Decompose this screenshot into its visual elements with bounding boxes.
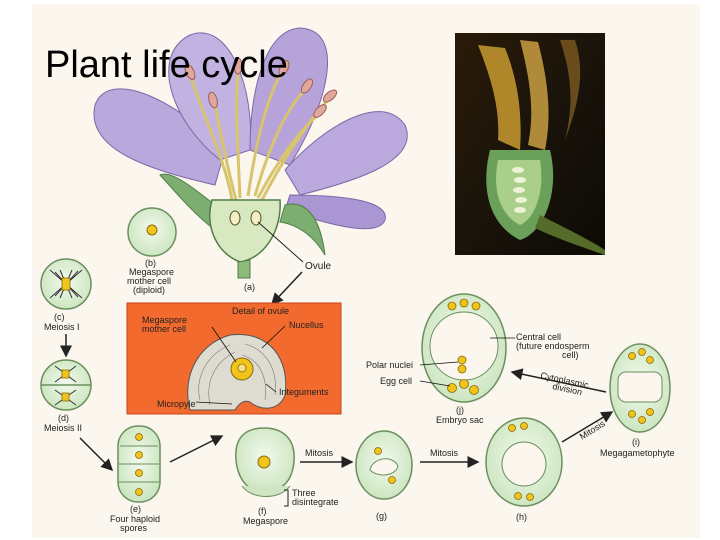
arrow-ovule-to-detail — [270, 271, 303, 306]
arrow-i-to-j — [510, 368, 607, 393]
sepal-right — [279, 203, 326, 256]
petal-right — [284, 111, 408, 196]
ovules-in-ovary — [229, 210, 262, 226]
label-three1: Three — [292, 488, 316, 498]
label-j-letter: (j) — [456, 405, 464, 415]
label-central-cell2: (future endosperm — [516, 341, 590, 351]
label-mitosis1: Mitosis — [305, 448, 334, 458]
polar-nuclei-leader — [419, 361, 459, 366]
flower-illustration: (a) — [93, 27, 408, 292]
egg-cell-leader — [419, 380, 451, 387]
bracket-three — [284, 489, 289, 507]
label-i-letter: (i) — [632, 437, 640, 447]
label-e-line2: spores — [120, 523, 148, 533]
label-h-letter: (h) — [516, 512, 527, 522]
label-c-letter: (c) — [54, 312, 65, 322]
cell-b — [127, 207, 177, 257]
label-egg-cell: Egg cell — [380, 376, 412, 386]
arrow-h-to-i — [561, 411, 614, 443]
label-detail-megaspore1: Megaspore — [142, 315, 187, 325]
stamens — [188, 69, 330, 201]
label-integuments: Integuments — [279, 387, 329, 397]
label-d-letter: (d) — [58, 413, 69, 423]
cell-f — [235, 427, 295, 497]
label-mitosis2: Mitosis — [430, 448, 459, 458]
label-b-line2: mother cell — [127, 276, 171, 286]
cell-g — [355, 430, 413, 500]
label-meiosis2: Meiosis II — [44, 423, 82, 433]
cell-i — [609, 343, 671, 433]
label-g-letter: (g) — [376, 511, 387, 521]
label-megaspore: Megaspore — [243, 516, 288, 526]
label-central-cell3: cell) — [562, 350, 579, 360]
label-e-line1: Four haploid — [110, 514, 160, 524]
label-central-cell1: Central cell — [516, 332, 561, 342]
cell-h — [485, 417, 563, 507]
cell-d — [40, 359, 92, 411]
label-ovule: Ovule — [305, 261, 332, 272]
sepal-left — [159, 173, 216, 232]
label-meiosis1: Meiosis I — [44, 322, 80, 332]
cell-c — [40, 258, 92, 310]
label-detail-megaspore2: mother cell — [142, 324, 186, 334]
cell-e — [117, 425, 161, 503]
flower-photo — [455, 33, 605, 255]
petal-lower-right — [284, 194, 386, 230]
label-three2: disintegrate — [292, 497, 339, 507]
slide-title: Plant life cycle — [45, 44, 288, 86]
label-b-line3: (diploid) — [133, 285, 165, 295]
arrow-e-to-f — [169, 435, 224, 463]
label-micropyle: Micropyle — [157, 399, 196, 409]
flower-stem — [237, 259, 251, 279]
label-a: (a) — [244, 282, 255, 292]
arrow-d-to-e — [79, 437, 114, 472]
label-nucellus: Nucellus — [289, 320, 324, 330]
label-megagametophyte: Megagametophyte — [600, 448, 675, 458]
label-embryo-sac: Embryo sac — [436, 415, 484, 425]
label-b-letter: (b) — [145, 258, 156, 268]
label-e-letter: (e) — [130, 504, 141, 514]
label-f-letter: (f) — [258, 506, 267, 516]
ovule-leader — [257, 221, 304, 263]
detail-of-ovule-panel — [126, 302, 342, 415]
label-polar-nuclei: Polar nuclei — [366, 360, 413, 370]
anthers — [184, 57, 338, 118]
label-b-line1: Megaspore — [129, 267, 174, 277]
label-detail-title: Detail of ovule — [232, 306, 289, 316]
cell-j — [421, 293, 507, 403]
